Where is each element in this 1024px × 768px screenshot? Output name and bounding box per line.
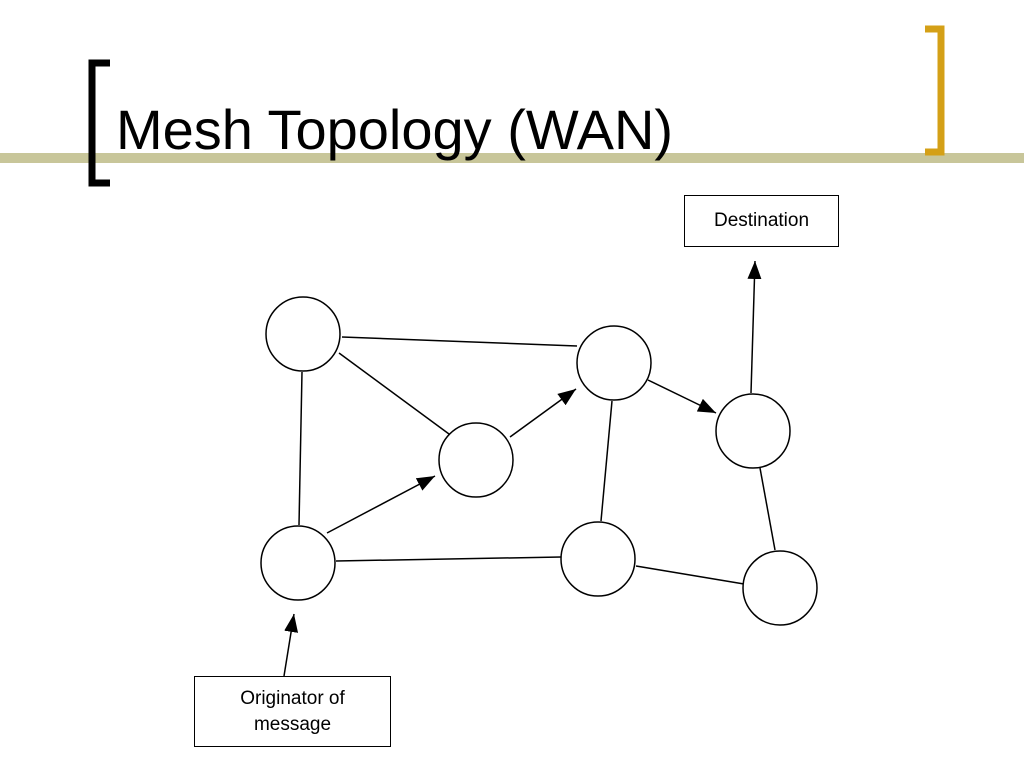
node-n5 xyxy=(260,525,336,601)
node-n7 xyxy=(742,550,818,626)
originator-label: Originator of message xyxy=(240,687,345,735)
link-n6-n7 xyxy=(635,565,745,585)
slide-title: Mesh Topology (WAN) xyxy=(116,98,674,161)
right-bracket xyxy=(925,25,945,156)
arrow-n3-n2 xyxy=(509,388,577,438)
node-n6 xyxy=(560,521,636,597)
link-n1-n3 xyxy=(338,352,450,435)
arrow-n4-destination xyxy=(747,260,762,394)
originator-box: Originator of message xyxy=(194,676,391,747)
link-n5-n6 xyxy=(335,556,562,562)
node-n4 xyxy=(715,393,791,469)
destination-label: Destination xyxy=(713,210,810,231)
link-n1-n5 xyxy=(298,371,303,526)
arrow-n2-n4 xyxy=(647,379,717,414)
arrow-n5-n3 xyxy=(326,475,436,534)
node-n3 xyxy=(438,422,514,498)
link-n1-n2 xyxy=(341,336,578,347)
link-n2-n6 xyxy=(600,400,613,522)
destination-box: Destination xyxy=(684,195,839,247)
arrow-originator-n5 xyxy=(283,613,299,677)
title-accent-bar xyxy=(0,153,1024,163)
left-bracket xyxy=(88,59,110,187)
node-n2 xyxy=(576,325,652,401)
link-n4-n7 xyxy=(759,467,776,551)
node-n1 xyxy=(265,296,341,372)
